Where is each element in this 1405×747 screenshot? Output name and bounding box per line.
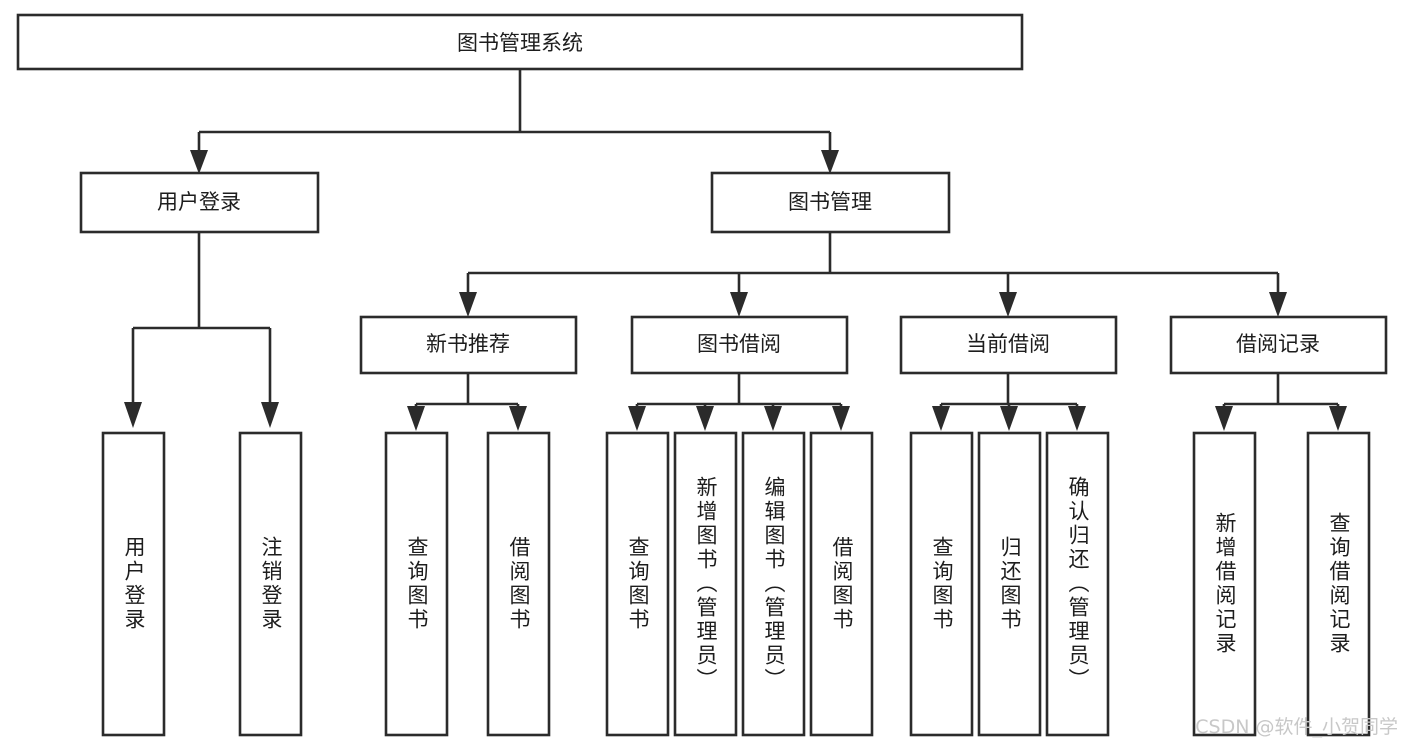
node-book-management-box[interactable]	[710, 171, 951, 234]
arrow-head-user-login	[190, 150, 208, 174]
node-root-box[interactable]	[16, 13, 1024, 71]
node-book-management-label: 图书管理	[788, 190, 872, 214]
leaf-box-borrow-record-1[interactable]	[1192, 431, 1257, 737]
leaf-box-user-login-2[interactable]	[238, 431, 303, 737]
node-borrow-record[interactable]: 借阅记录	[1169, 315, 1388, 375]
arrow-head-leaf-borrow-record-2	[1329, 406, 1347, 431]
node-current-borrow-box[interactable]	[899, 315, 1118, 375]
arrow-head-borrow-record	[1269, 292, 1287, 317]
leaf-box-borrow-record-2[interactable]	[1306, 431, 1371, 737]
arrow-head-leaf-book-borrow-4	[832, 406, 850, 431]
watermark-label: CSDN @软件_小贺同学	[1195, 716, 1398, 738]
arrow-head-current-borrow	[999, 292, 1017, 317]
node-root[interactable]: 图书管理系统	[16, 13, 1024, 71]
node-book-borrow-box[interactable]	[630, 315, 849, 375]
leaf-box-book-borrow-2[interactable]	[673, 431, 738, 737]
node-user-login-box[interactable]	[79, 171, 320, 234]
node-user-login-label: 用户登录	[157, 190, 241, 214]
leaf-box-book-borrow-1[interactable]	[605, 431, 670, 737]
leaf-box-book-borrow-4[interactable]	[809, 431, 874, 737]
leaf-box-new-book-2[interactable]	[486, 431, 551, 737]
leaf-box-book-borrow-3[interactable]	[741, 431, 806, 737]
arrow-head-leaf-current-borrow-2	[1000, 406, 1018, 431]
connector-group	[124, 68, 1347, 431]
arrow-head-leaf-new-book-1	[407, 406, 425, 431]
node-current-borrow-label: 当前借阅	[966, 332, 1050, 356]
leaf-box-current-borrow-2[interactable]	[977, 431, 1042, 737]
arrow-head-leaf-current-borrow-3	[1068, 406, 1086, 431]
node-root-label: 图书管理系统	[457, 31, 583, 55]
arrow-head-leaf-current-borrow-1	[932, 406, 950, 431]
arrow-head-leaf-book-borrow-2	[696, 406, 714, 431]
node-book-borrow-label: 图书借阅	[697, 332, 781, 356]
arrow-head-leaf-user-login-2	[261, 402, 279, 428]
node-new-book-recommend-label: 新书推荐	[426, 332, 510, 356]
arrow-head-leaf-borrow-record-1	[1215, 406, 1233, 431]
leaf-box-current-borrow-3[interactable]	[1045, 431, 1110, 737]
arrow-head-leaf-book-borrow-3	[764, 406, 782, 431]
arrow-head-book-borrow	[730, 292, 748, 317]
node-user-login[interactable]: 用户登录	[79, 171, 320, 234]
node-new-book-recommend[interactable]: 新书推荐	[359, 315, 578, 375]
leaf-box-new-book-1[interactable]	[384, 431, 449, 737]
arrow-head-book-mgmt	[821, 150, 839, 174]
leaf-box-user-login-1[interactable]	[101, 431, 166, 737]
node-current-borrow[interactable]: 当前借阅	[899, 315, 1118, 375]
arrow-head-new-book	[459, 292, 477, 317]
leaf-box-current-borrow-1[interactable]	[909, 431, 974, 737]
arrow-head-leaf-new-book-2	[509, 406, 527, 431]
node-new-book-recommend-box[interactable]	[359, 315, 578, 375]
node-borrow-record-box[interactable]	[1169, 315, 1388, 375]
node-book-management[interactable]: 图书管理	[710, 171, 951, 234]
node-book-borrow[interactable]: 图书借阅	[630, 315, 849, 375]
arrow-head-leaf-book-borrow-1	[628, 406, 646, 431]
node-borrow-record-label: 借阅记录	[1236, 332, 1320, 356]
arrow-head-leaf-user-login-1	[124, 402, 142, 428]
